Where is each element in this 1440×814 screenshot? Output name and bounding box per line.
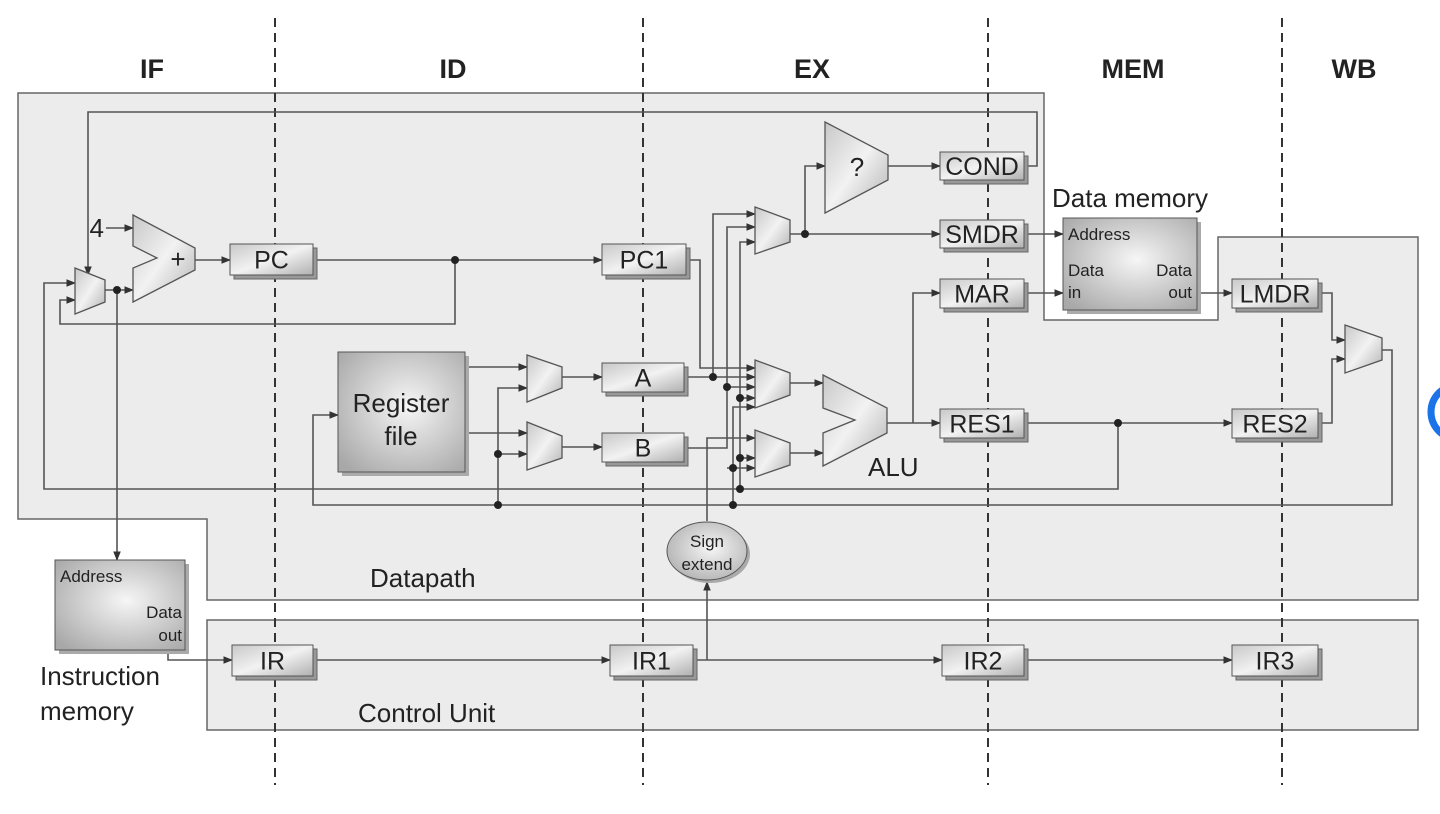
register-ir2-label: IR2 bbox=[964, 648, 1003, 676]
register-res1: RES1 bbox=[939, 408, 1029, 443]
register-ir1: IR1 bbox=[609, 644, 698, 681]
instruction-memory-title-1: Instruction bbox=[40, 661, 160, 691]
register-cond: COND bbox=[939, 151, 1029, 185]
wires bbox=[43, 111, 1393, 664]
register-lmdr: LMDR bbox=[1231, 278, 1323, 313]
data-memory bbox=[1062, 217, 1198, 311]
register-mar-label: MAR bbox=[954, 281, 1010, 309]
id-mux-b bbox=[526, 421, 563, 471]
sign-extend-label-2: extend bbox=[681, 555, 732, 574]
control-unit-region bbox=[206, 619, 1419, 731]
data-memory-data-out-2: out bbox=[1168, 283, 1192, 302]
register-ir2: IR2 bbox=[941, 644, 1029, 681]
instruction-memory-data-out-2: out bbox=[158, 626, 182, 645]
wb-mux bbox=[1344, 324, 1383, 374]
sign-extend-unit bbox=[666, 521, 748, 581]
register-res1-label: RES1 bbox=[949, 411, 1014, 439]
register-ir1-label: IR1 bbox=[632, 648, 671, 676]
ex-mux-alu-a bbox=[754, 359, 791, 409]
register-pc-label: PC bbox=[254, 247, 289, 275]
register-ir3: IR3 bbox=[1231, 644, 1323, 681]
constant-four: 4 bbox=[90, 213, 104, 243]
condition-comparator bbox=[824, 120, 889, 215]
data-memory-data-in-1: Data bbox=[1068, 261, 1104, 280]
ex-mux-top bbox=[754, 206, 791, 255]
adder-plus-sign: + bbox=[170, 244, 185, 274]
wire-junctions bbox=[113, 230, 1122, 509]
register-pc1-label: PC1 bbox=[620, 247, 669, 275]
comparator-symbol: ? bbox=[850, 152, 864, 182]
register-lmdr-label: LMDR bbox=[1240, 281, 1311, 309]
register-mar: MAR bbox=[939, 278, 1029, 313]
register-smdr: SMDR bbox=[939, 219, 1029, 253]
register-ir3-label: IR3 bbox=[1256, 648, 1295, 676]
register-smdr-label: SMDR bbox=[945, 221, 1019, 249]
stage-label-mem: MEM bbox=[1102, 54, 1165, 84]
datapath-label: Datapath bbox=[370, 563, 476, 593]
register-b-label: B bbox=[635, 435, 652, 463]
stage-label-id: ID bbox=[440, 54, 467, 84]
instruction-memory-data-out-1: Data bbox=[146, 603, 182, 622]
accent-circle bbox=[1427, 387, 1440, 437]
alu-label: ALU bbox=[868, 452, 919, 482]
multiplexers bbox=[74, 206, 1383, 478]
id-mux-a bbox=[526, 354, 563, 403]
stage-label-if: IF bbox=[140, 54, 164, 84]
register-file bbox=[337, 351, 466, 473]
register-file-label-1: Register bbox=[353, 388, 450, 418]
register-pc1: PC1 bbox=[601, 243, 691, 280]
pc-adder bbox=[132, 213, 196, 304]
stage-label-wb: WB bbox=[1332, 54, 1377, 84]
register-res2: RES2 bbox=[1231, 408, 1323, 443]
stage-separators bbox=[274, 18, 1283, 785]
register-ir-label: IR bbox=[260, 648, 285, 676]
alu bbox=[822, 373, 888, 468]
instruction-memory-address-port: Address bbox=[60, 567, 122, 586]
register-a-label: A bbox=[635, 365, 652, 393]
stage-label-ex: EX bbox=[794, 54, 830, 84]
register-pc: PC bbox=[229, 243, 318, 280]
register-a: A bbox=[601, 362, 689, 397]
sign-extend-label-1: Sign bbox=[690, 532, 724, 551]
control-unit-label: Control Unit bbox=[358, 698, 496, 728]
register-file-label-2: file bbox=[384, 421, 417, 451]
data-memory-data-in-2: in bbox=[1068, 283, 1081, 302]
register-b: B bbox=[601, 432, 689, 467]
ex-mux-alu-b bbox=[754, 429, 791, 478]
instruction-memory-title-2: memory bbox=[40, 696, 134, 726]
data-memory-address-port: Address bbox=[1068, 225, 1130, 244]
register-res2-label: RES2 bbox=[1242, 411, 1307, 439]
data-memory-title: Data memory bbox=[1052, 183, 1208, 213]
register-cond-label: COND bbox=[945, 153, 1019, 181]
data-memory-data-out-1: Data bbox=[1156, 261, 1192, 280]
if-mux bbox=[74, 267, 106, 315]
register-ir: IR bbox=[231, 644, 318, 681]
instruction-memory bbox=[54, 559, 186, 651]
